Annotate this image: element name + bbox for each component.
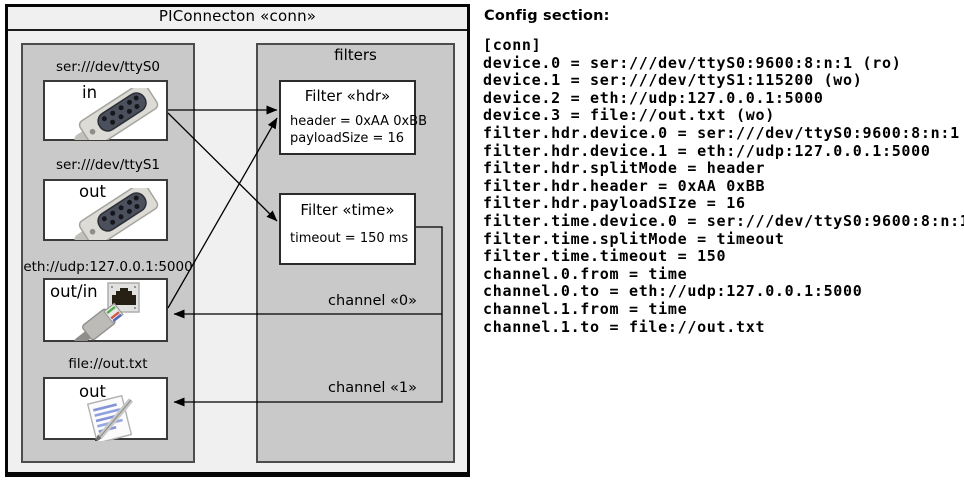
device-label-ttys0: ser:///dev/ttyS0 bbox=[56, 59, 160, 75]
device-box-file: out bbox=[43, 377, 168, 441]
channel-0-label: channel «0» bbox=[328, 293, 417, 309]
config-section-title: Config section: bbox=[484, 8, 610, 24]
frame-title: PIConnecton «conn» bbox=[158, 7, 317, 25]
serial-port-icon bbox=[74, 88, 159, 140]
text-file-icon bbox=[86, 394, 134, 441]
filter-title: Filter «time» bbox=[300, 201, 395, 219]
filter-box-time: Filter «time» timeout = 150 ms bbox=[279, 193, 416, 265]
device-label-file: file://out.txt bbox=[68, 356, 148, 372]
device-box-ttys0: in bbox=[43, 80, 168, 141]
filter-attribute: payloadSize = 16 bbox=[290, 130, 405, 146]
filter-title: Filter «hdr» bbox=[304, 87, 391, 105]
frame-title-divider bbox=[8, 29, 467, 31]
device-direction-label: in bbox=[82, 83, 98, 102]
filter-attribute: timeout = 150 ms bbox=[290, 231, 409, 246]
config-text: [conn] device.0 = ser:///dev/ttyS0:9600:… bbox=[483, 36, 964, 336]
device-box-eth: out/in bbox=[43, 278, 168, 342]
device-label-ttys1: ser:///dev/ttyS1 bbox=[56, 157, 160, 173]
filter-attribute: header = 0xAA 0xBB bbox=[290, 114, 428, 129]
ethernet-icon bbox=[74, 282, 140, 341]
device-direction-label: out bbox=[79, 382, 107, 401]
device-box-ttys1: out bbox=[43, 179, 168, 241]
serial-port-icon bbox=[74, 188, 159, 240]
device-label-eth: eth://udp:127.0.0.1:5000 bbox=[23, 259, 193, 275]
filters-panel-label: filters bbox=[334, 46, 377, 64]
filter-box-hdr: Filter «hdr» header = 0xAA 0xBB payloadS… bbox=[279, 80, 427, 155]
device-direction-label: out/in bbox=[50, 282, 98, 301]
device-direction-label: out bbox=[79, 182, 107, 201]
channel-1-label: channel «1» bbox=[328, 380, 417, 396]
